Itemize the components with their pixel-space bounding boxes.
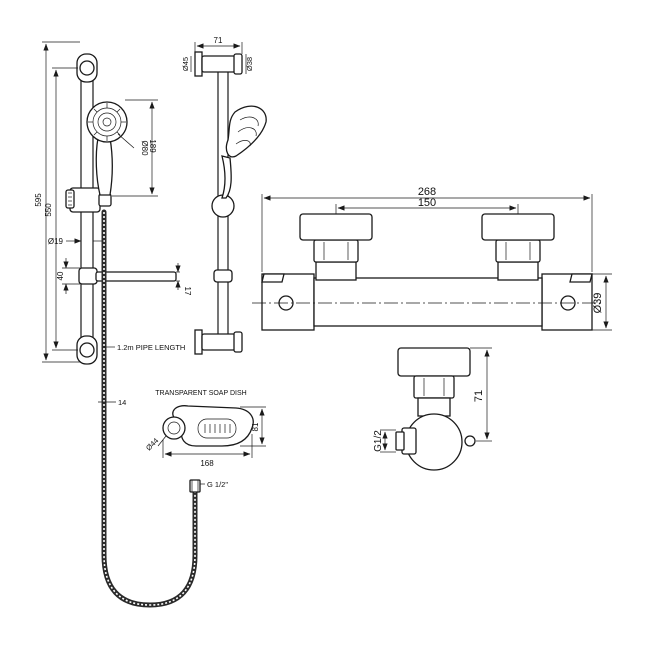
shower-hose xyxy=(101,209,201,608)
front-view-dimensions xyxy=(42,41,205,485)
rail-height-label: 550 xyxy=(44,203,53,217)
soap-dish-depth-label: 81 xyxy=(251,422,260,431)
bar-valve-dimensions xyxy=(261,194,612,331)
handset-length-label: 189 xyxy=(148,139,157,153)
dish-offset-label: 40 xyxy=(56,271,65,280)
hose-diameter-label: 14 xyxy=(118,398,126,407)
bar-valve-side-dimensions xyxy=(380,347,492,453)
side-width-label: 71 xyxy=(214,36,223,45)
pipe-length-label: 1.2m PIPE LENGTH xyxy=(117,343,185,352)
bar-valve-labels: 268 150 Ø39 xyxy=(418,186,604,313)
valve-depth-label: 71 xyxy=(473,390,485,402)
bar-valve-front-view xyxy=(252,213,602,331)
bar-valve-side-view xyxy=(395,347,476,471)
side-view-dimensions xyxy=(190,42,247,74)
valve-inlet-label: G1/2 xyxy=(373,430,384,452)
bar-valve-side-labels: 71 G1/2 xyxy=(373,390,485,452)
valve-width-label: 268 xyxy=(418,186,436,198)
soap-dish-clip-label: Ø44 xyxy=(144,436,160,452)
soap-dish-title: TRANSPARENT SOAP DISH xyxy=(155,390,246,397)
side-view-labels: 71 Ø45 Ø38 xyxy=(181,36,254,71)
overall-height-label: 595 xyxy=(34,193,43,207)
valve-body-diameter-label: Ø39 xyxy=(592,293,604,314)
front-view-labels: 595 550 189 Ø80 Ø19 40 17 1.2m PIPE LENG… xyxy=(34,139,228,489)
hose-connector-label: G 1/2" xyxy=(207,480,228,489)
head-diameter-label: Ø80 xyxy=(140,140,149,156)
rail-diameter-label: Ø19 xyxy=(48,237,64,246)
soap-dish-detail: TRANSPARENT SOAP DISH 168 81 Ø44 xyxy=(144,390,266,468)
riser-rail-side-view xyxy=(194,51,267,355)
riser-rail-front-view xyxy=(65,53,177,365)
rail-end-diameter-label: Ø38 xyxy=(245,57,254,71)
dish-thickness-label: 17 xyxy=(183,287,192,296)
bracket-diameter-label: Ø45 xyxy=(181,57,190,71)
soap-dish-width-label: 168 xyxy=(200,459,214,468)
valve-centres-label: 150 xyxy=(418,197,436,209)
